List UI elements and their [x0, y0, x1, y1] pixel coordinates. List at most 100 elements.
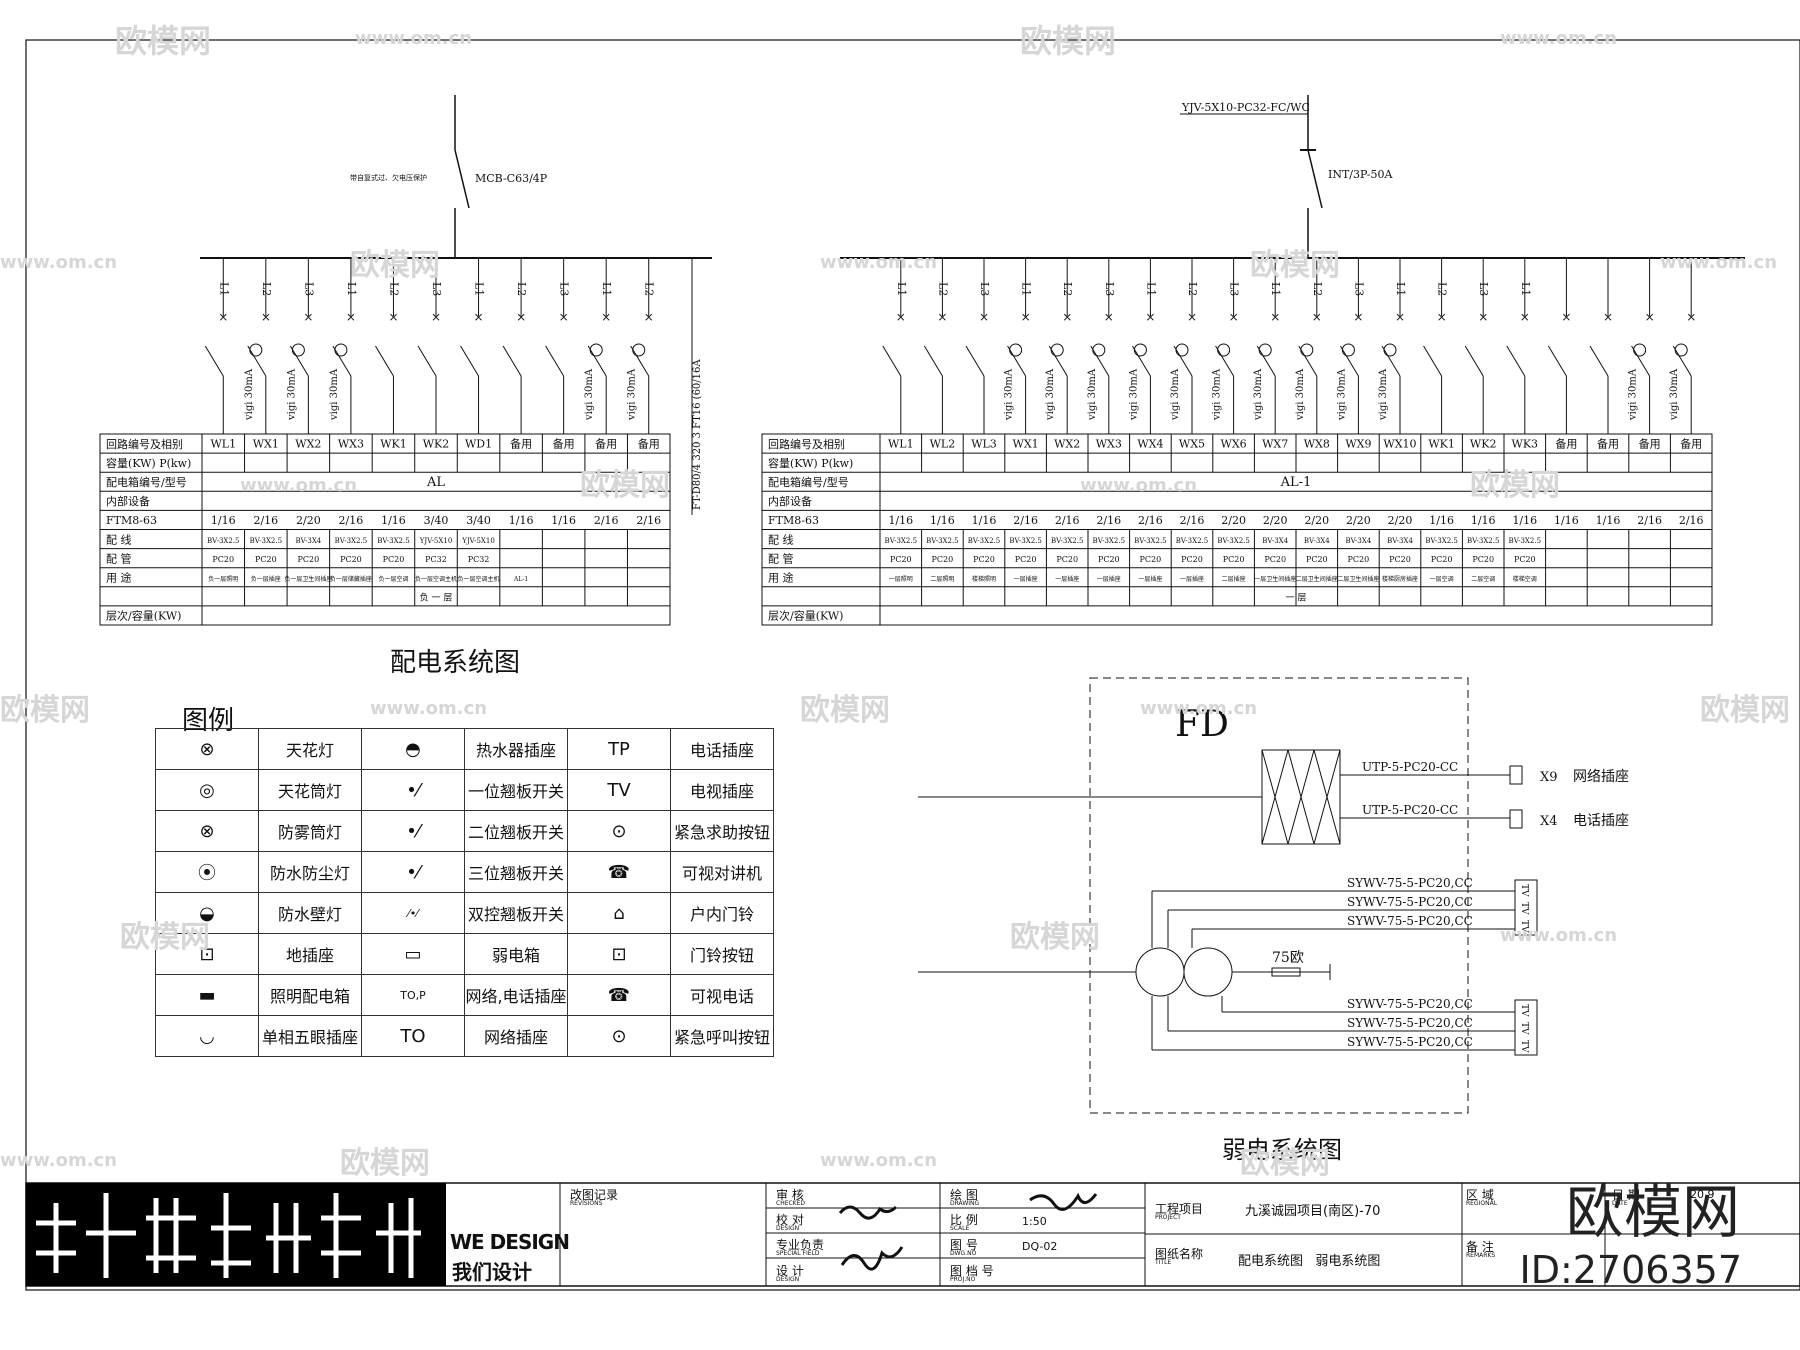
- watermark: www.om.cn: [355, 28, 473, 49]
- watermark: www.om.cn: [1140, 698, 1258, 719]
- rcd-label: vigi 30mA: [1212, 368, 1223, 421]
- power-system-caption: 配电系统图: [390, 648, 521, 678]
- region-label: 区 域: [1466, 1188, 1494, 1202]
- branch-breaker-blade: [247, 345, 267, 377]
- table-cell: WX3: [338, 437, 364, 450]
- ohm-label: 75欧: [1272, 950, 1304, 966]
- legend-label: 户内门铃: [670, 892, 774, 934]
- table-cell: BV-3X2.5: [207, 537, 240, 545]
- table-cell: WX8: [1304, 437, 1330, 450]
- floor-cell: 负 一 层: [420, 592, 453, 604]
- network-phone-socket-icon: TO,P: [361, 974, 465, 1016]
- table-cell: WL2: [930, 437, 956, 450]
- legend-row: ⦿防水防尘灯•⁄三位翘板开关☎可视对讲机: [155, 851, 774, 893]
- fd-box-label: FD: [1175, 704, 1229, 745]
- branch-breaker-cross: ×: [1645, 310, 1655, 324]
- watermark: www.om.cn: [240, 475, 358, 496]
- tv-socket-icon: TV: [567, 769, 671, 811]
- rcd-symbol: [291, 343, 305, 357]
- branch-breaker-blade: [1090, 345, 1110, 377]
- branch-breaker-cross: ×: [896, 310, 906, 324]
- watermark: 欧模网: [800, 693, 890, 728]
- branch-breaker-cross: ×: [1437, 310, 1447, 324]
- legend-label: 防雾筒灯: [258, 810, 362, 852]
- table-cell: BV-3X4: [1262, 537, 1288, 545]
- table-cell: BV-3X4: [1345, 537, 1371, 545]
- table-cell: 1/16: [1596, 514, 1621, 527]
- branch-breaker-blade: [1381, 345, 1401, 377]
- table-cell: WX4: [1137, 437, 1163, 450]
- legend-label: 弱电箱: [464, 933, 568, 975]
- table-cell: 二层卫生间插座: [1296, 575, 1338, 583]
- table-cell: PC20: [340, 555, 362, 564]
- table-cell: 一层插座: [1097, 575, 1121, 583]
- table-cell: 2/16: [339, 514, 364, 527]
- phase-label: L2: [1436, 282, 1449, 296]
- brand-name: WE DESIGN: [450, 1230, 570, 1254]
- table-cell: 1/16: [1429, 514, 1454, 527]
- table-cell: 二层空调: [1471, 575, 1495, 583]
- branch-breaker-blade: [1506, 345, 1526, 377]
- table-cell: WK1: [380, 437, 407, 450]
- phase-label: L3: [1103, 282, 1116, 296]
- phase-label: L1: [895, 282, 908, 296]
- table-cell: BV-3X2.5: [335, 537, 368, 545]
- watermark: 欧模网: [1010, 920, 1100, 955]
- rcd-symbol: [1633, 343, 1647, 357]
- sywv-label: SYWV-75-5-PC20,CC: [1347, 997, 1473, 1011]
- emergency-button-icon: ⊙: [567, 810, 671, 852]
- weak-system-caption: 弱电系统图: [1222, 1136, 1342, 1164]
- table-cell: WX2: [1054, 437, 1080, 450]
- double-switch-icon: •⁄: [361, 810, 465, 852]
- phase-label: L3: [1228, 282, 1241, 296]
- legend-label: 二位翘板开关: [464, 810, 568, 852]
- table-cell: 3/40: [466, 514, 491, 527]
- patch-cross: [1261, 749, 1289, 845]
- branch-breaker-cross: ×: [346, 310, 356, 324]
- table-cell: WX1: [253, 437, 279, 450]
- rcd-symbol: [249, 343, 263, 357]
- branch-breaker-blade: [1547, 345, 1567, 377]
- proj-no-label-en: PROJ.NO: [950, 1276, 976, 1283]
- table-cell: 2/20: [1263, 514, 1288, 527]
- single-switch-icon: •⁄: [361, 769, 465, 811]
- table-cell: 1/16: [888, 514, 913, 527]
- table-cell: PC20: [1514, 555, 1536, 564]
- region-label-en: REGIONAL: [1466, 1200, 1498, 1207]
- water-heater-socket-icon: ◓: [361, 728, 465, 770]
- table-cell: 负一层空调: [378, 575, 408, 583]
- legend-label: 双控翘板开关: [464, 892, 568, 934]
- project-label-en: PROJECT: [1155, 1214, 1181, 1221]
- table-cell: 备用: [1597, 436, 1619, 450]
- floor-cell: 一 层: [1286, 593, 1307, 604]
- table-cell: 2/16: [1096, 514, 1121, 527]
- table-cell: 2/20: [1304, 514, 1329, 527]
- table-cell: 1/16: [551, 514, 576, 527]
- branch-breaker-cross: ×: [261, 310, 271, 324]
- corner-watermark-id: ID:2706357: [1519, 1248, 1742, 1292]
- table-cell: BV-3X4: [1387, 537, 1413, 545]
- row-header: 配电箱编号/型号: [106, 475, 187, 489]
- table-cell: BV-3X2.5: [250, 537, 283, 545]
- rcd-label: vigi 30mA: [627, 368, 638, 421]
- checked-label-en: CHECKED: [776, 1200, 806, 1207]
- table-cell: WX1: [1013, 437, 1039, 450]
- table-cell: PC20: [973, 555, 995, 564]
- table-cell: 2/16: [253, 514, 278, 527]
- box-id-cell: AL-1: [1280, 475, 1312, 490]
- scale-label: 比 例: [950, 1213, 978, 1227]
- branch-breaker-cross: ×: [1561, 310, 1571, 324]
- table-cell: 负一层照明: [208, 575, 238, 583]
- branch-breaker-cross: ×: [979, 310, 989, 324]
- table-cell: 负一层空调主机: [458, 575, 500, 583]
- phase-label: L2: [643, 282, 656, 296]
- branch-breaker-cross: ×: [601, 310, 611, 324]
- legend-label: 可视对讲机: [670, 851, 774, 893]
- branch-breaker-cross: ×: [1353, 310, 1363, 324]
- table-cell: 2/16: [1637, 514, 1662, 527]
- watermark: 欧模网: [0, 693, 90, 728]
- row-header: 层次/容量(KW): [768, 609, 843, 623]
- branch-breaker-blade: [1298, 345, 1318, 377]
- table-cell: 一层卫生间插座: [1254, 575, 1296, 583]
